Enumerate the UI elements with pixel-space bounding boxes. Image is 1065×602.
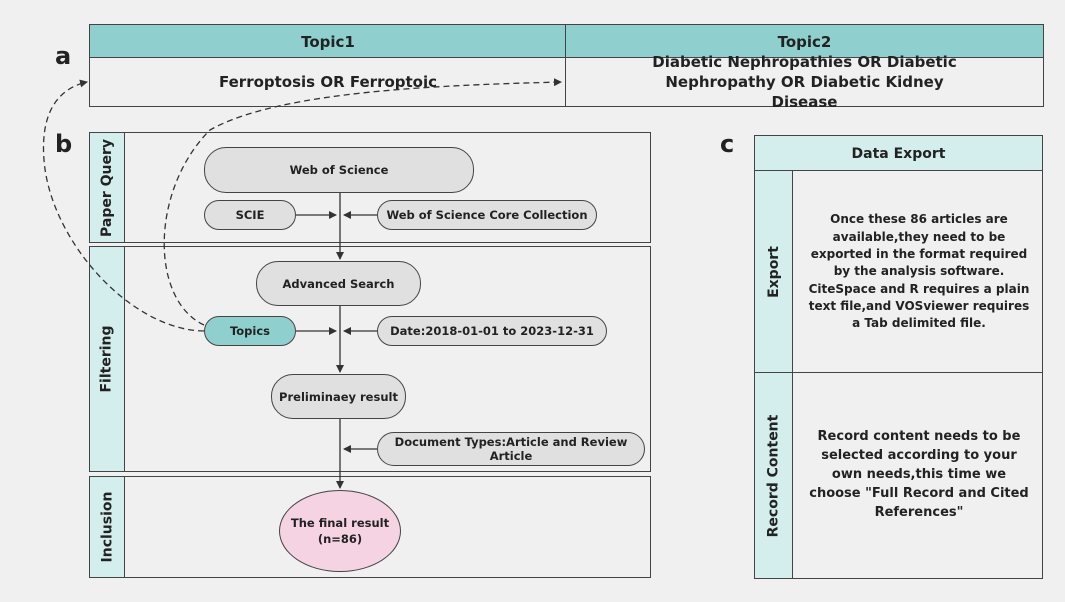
final-result-label: The final result: [290, 515, 390, 530]
panel-b-letter: b: [55, 130, 73, 158]
export-row: Export Once these 86 articles are availa…: [754, 170, 1043, 374]
topic2-value: Diabetic Nephropathies OR Diabetic Nephr…: [565, 53, 1044, 111]
record-content-row-label: Record Content: [755, 373, 793, 578]
node-web-of-science: Web of Science: [204, 147, 474, 193]
lane-inclusion-label: Inclusion: [90, 477, 125, 577]
node-preliminary-result: Preliminaey result: [271, 374, 406, 419]
node-final-result: The final result (n=86): [279, 490, 401, 572]
node-date-range: Date:2018-01-01 to 2023-12-31: [377, 316, 607, 346]
final-result-count: (n=86): [317, 532, 363, 546]
node-topics: Topics: [204, 316, 296, 346]
export-row-label: Export: [755, 171, 793, 373]
record-content-row: Record Content Record content needs to b…: [754, 372, 1043, 579]
node-core-collection: Web of Science Core Collection: [377, 200, 597, 230]
lane-filtering-label: Filtering: [90, 247, 125, 471]
export-text: Once these 86 articles are available,the…: [808, 212, 1030, 331]
data-export-title: Data Export: [754, 135, 1043, 172]
record-content-text: Record content needs to be selected acco…: [809, 429, 1029, 520]
lane-paper-query-label: Paper Query: [90, 133, 125, 242]
topic1-value: Ferroptosis OR Ferroptoic: [89, 57, 567, 107]
node-scie: SCIE: [204, 200, 296, 230]
topic1-header: Topic1: [89, 24, 567, 59]
panel-a-letter: a: [55, 42, 72, 70]
topic2-header: Topic2: [565, 24, 1044, 59]
node-document-types: Document Types:Article and Review Articl…: [377, 432, 645, 466]
panel-c-letter: c: [720, 130, 735, 158]
node-advanced-search: Advanced Search: [256, 261, 421, 306]
